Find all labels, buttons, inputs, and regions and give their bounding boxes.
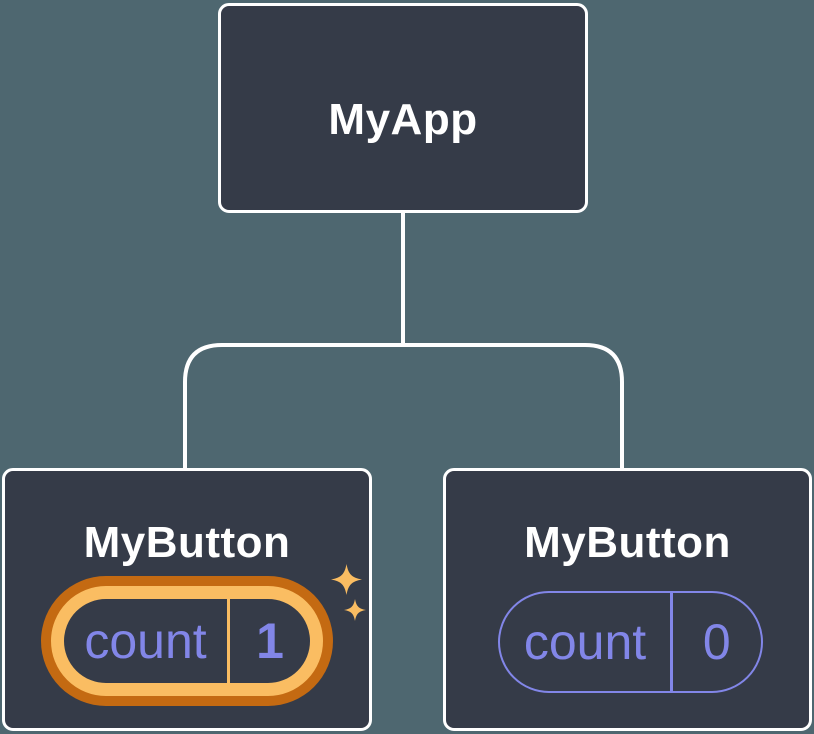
state-pill-divider [227, 599, 230, 683]
state-name: count [84, 613, 207, 669]
state-value: 0 [702, 614, 731, 670]
node-label: MyButton [83, 518, 291, 567]
node-label: MyButton [524, 518, 731, 567]
sparkle-icon [331, 564, 362, 595]
tree-node-mybutton-left: MyButton count 1 [2, 468, 372, 731]
state-name: count [523, 614, 647, 670]
state-pill-highlighted: count 1 [51, 586, 323, 696]
node-label: MyApp [328, 95, 478, 144]
state-pill-divider [670, 593, 673, 691]
state-value: 1 [256, 613, 284, 669]
state-pill: count 0 [498, 591, 763, 693]
tree-node-mybutton-right: MyButton count 0 [443, 468, 812, 731]
tree-node-myapp: MyApp [218, 3, 588, 213]
sparkle-icon [344, 599, 366, 621]
